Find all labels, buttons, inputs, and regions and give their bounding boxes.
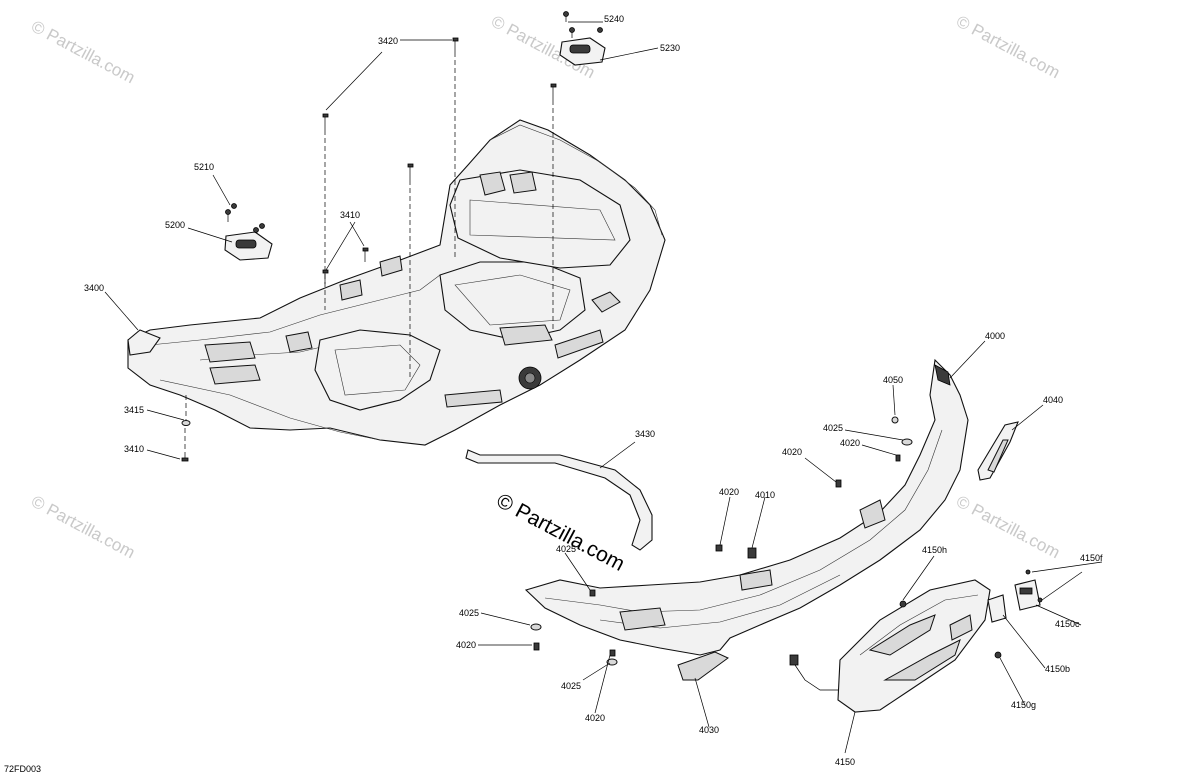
label-4025-b: 4025	[459, 608, 479, 618]
bolts-hood	[181, 37, 557, 462]
label-4030: 4030	[699, 725, 719, 735]
bumper-fasteners	[530, 416, 913, 666]
watermark-top-left: © Partzilla.com	[28, 17, 138, 88]
bracket-5200	[224, 203, 273, 261]
label-4020-b: 4020	[782, 447, 802, 457]
label-3415: 3415	[124, 405, 144, 415]
label-4150: 4150	[835, 757, 855, 767]
label-4025-d: 4025	[556, 544, 576, 554]
label-4150c: 4150c	[1055, 619, 1080, 629]
label-4020-c: 4020	[719, 487, 739, 497]
label-3410-top: 3410	[340, 210, 360, 220]
label-3400: 3400	[84, 283, 104, 293]
label-4025-a: 4025	[823, 423, 843, 433]
watermark-center: © Partzilla.com	[493, 489, 629, 576]
hood-frame-3400	[127, 119, 666, 446]
label-4150g: 4150g	[1011, 700, 1036, 710]
label-3420: 3420	[378, 36, 398, 46]
bezel-4030	[677, 651, 729, 681]
label-4050: 4050	[883, 375, 903, 385]
lamp-assembly-4150	[789, 569, 1043, 713]
leader-lines	[104, 21, 1103, 754]
label-4010: 4010	[755, 490, 775, 500]
label-4150f: 4150f	[1080, 553, 1103, 563]
label-4020-e: 4020	[585, 713, 605, 723]
front-bumper-4000	[524, 358, 969, 656]
bezel-4040	[977, 421, 1019, 481]
label-5240: 5240	[604, 14, 624, 24]
label-4150b: 4150b	[1045, 664, 1070, 674]
label-3430: 3430	[635, 429, 655, 439]
watermark-top-right: © Partzilla.com	[953, 12, 1063, 83]
label-5210: 5210	[194, 162, 214, 172]
label-4020-a: 4020	[840, 438, 860, 448]
label-4025-c: 4025	[561, 681, 581, 691]
label-4020-d: 4020	[456, 640, 476, 650]
label-5230: 5230	[660, 43, 680, 53]
diagram-code: 72FD003	[4, 764, 41, 774]
part-labels: 5240 5230 3420 5210 5200 3410 3400 3415 …	[84, 14, 1103, 767]
label-4000: 4000	[985, 331, 1005, 341]
brace-3430	[465, 449, 653, 551]
label-4040: 4040	[1043, 395, 1063, 405]
label-4150h: 4150h	[922, 545, 947, 555]
label-3410-bottom: 3410	[124, 444, 144, 454]
bracket-5230	[559, 11, 606, 66]
watermark-bottom-left: © Partzilla.com	[28, 492, 138, 563]
label-5200: 5200	[165, 220, 185, 230]
watermark-bottom-right: © Partzilla.com	[953, 492, 1063, 563]
